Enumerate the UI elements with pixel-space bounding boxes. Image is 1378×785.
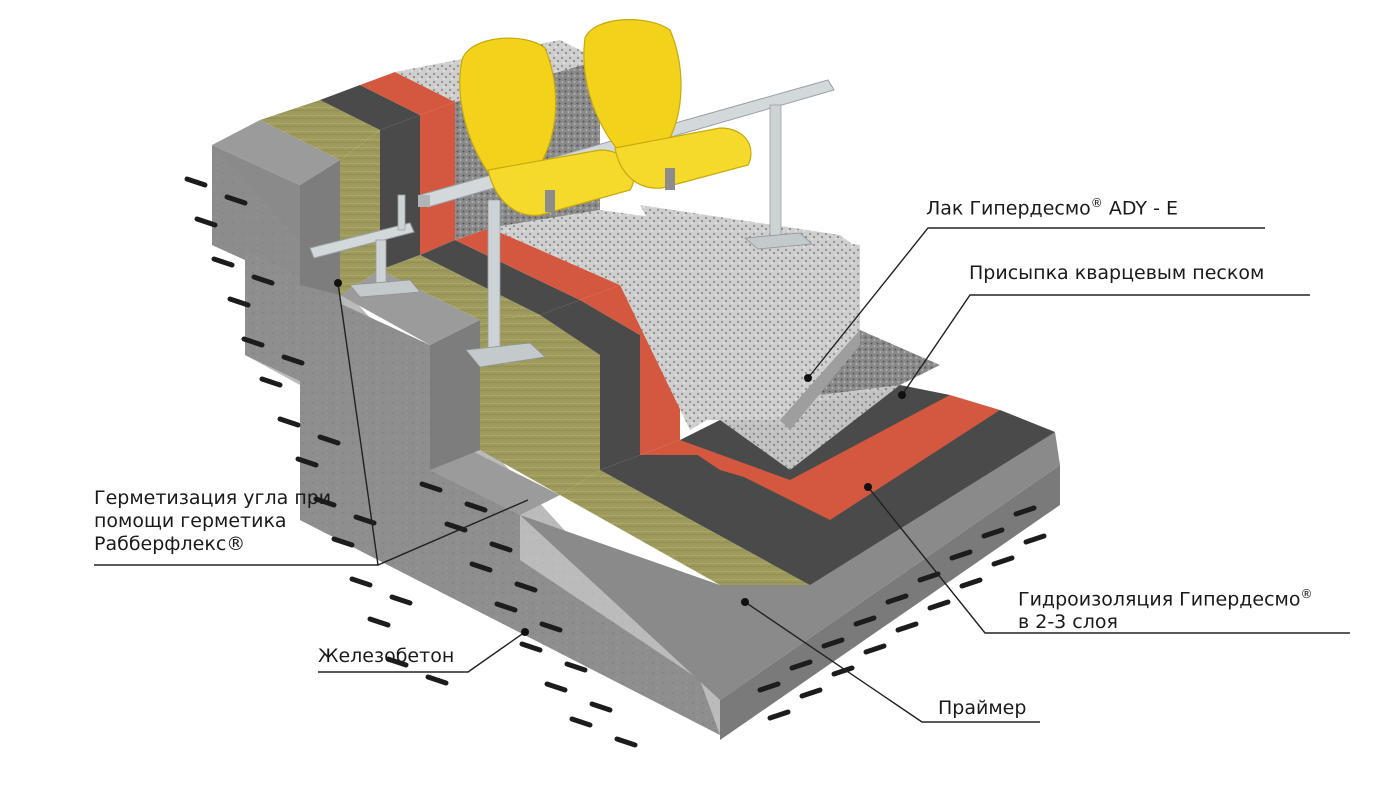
label-lacquer: Лак Гипердесмо® ADY - E [926, 192, 1178, 220]
label-lacquer-suffix: ADY - E [1102, 197, 1178, 220]
rebar-stub [949, 549, 973, 561]
rebar-stub [1013, 505, 1037, 517]
label-corner-sealing-line3: Рабберфлекс® [94, 533, 246, 555]
rebar-stub [564, 661, 588, 673]
rebar-stub [251, 274, 275, 286]
rebar-stub [514, 581, 538, 593]
label-quartz-sand: Присыпка кварцевым песком [969, 262, 1265, 284]
rebar-stub [589, 701, 613, 713]
rebar-stub [313, 496, 337, 508]
rebar-stub [331, 536, 355, 548]
rebar-stub [799, 687, 823, 699]
rebar-stub [281, 354, 305, 366]
rebar-stub [277, 416, 301, 428]
rebar-stub [519, 641, 543, 653]
label-waterproofing: Гидроизоляция Гипердесмо® в 2-3 слоя [1018, 583, 1313, 634]
rebar-stub [991, 555, 1015, 567]
label-reinforced-concrete: Железобетон [318, 645, 455, 667]
rebar-stub [227, 296, 251, 308]
rebar-stub [211, 256, 235, 268]
rebar-stub [295, 456, 319, 468]
rebar-stub [895, 621, 919, 633]
rebar-stub [917, 571, 941, 583]
rebar-stub [927, 599, 951, 611]
label-corner-sealing-line1: Герметизация угла при [94, 487, 332, 509]
rebar-stub [317, 434, 341, 446]
rebar-stub [831, 665, 855, 677]
label-primer: Праймер [938, 697, 1027, 719]
leader-lines [94, 227, 1350, 723]
rebar-stub [959, 577, 983, 589]
label-corner-sealing: Герметизация угла при помощи герметика Р… [94, 487, 331, 556]
rebar-stub [821, 637, 845, 649]
label-corner-sealing-line2: помощи герметика [94, 510, 287, 532]
rebar-stub [767, 709, 791, 721]
label-lacquer-mark: ® [1090, 196, 1103, 210]
rebar-stub [419, 481, 443, 493]
rebar-ends [184, 176, 1047, 748]
label-waterproofing-line2: в 2-3 слоя [1018, 611, 1118, 634]
rebar-stub [885, 593, 909, 605]
rebar-stub [367, 616, 391, 628]
rebar-stub [385, 656, 409, 668]
rebar-stub [224, 194, 248, 206]
stadium-seats [459, 18, 752, 216]
rebar-stub [353, 514, 377, 526]
rebar-stub [614, 736, 638, 748]
rebar-stub [789, 659, 813, 671]
label-lacquer-text: Лак Гипердесмо [926, 197, 1091, 220]
rebar-stub [494, 601, 518, 613]
rebar-stub [349, 576, 373, 588]
rebar-stub [389, 594, 413, 606]
rebar-stub [184, 176, 208, 188]
rebar-stub [853, 615, 877, 627]
rebar-stub [863, 643, 887, 655]
rebar-stub [259, 376, 283, 388]
rebar-stub [757, 681, 781, 693]
rebar-stub [981, 527, 1005, 539]
rebar-stub [194, 216, 218, 228]
rebar-stub [544, 681, 568, 693]
rebar-stub [489, 541, 513, 553]
rebar-stub [1023, 533, 1047, 545]
rebar-stub [539, 621, 563, 633]
rebar-stub [569, 716, 593, 728]
rebar-stub [469, 561, 493, 573]
label-waterproofing-line1: Гидроизоляция Гипердесмо [1018, 588, 1301, 611]
rebar-stub [464, 501, 488, 513]
rebar-stub [425, 674, 449, 686]
label-waterproofing-mark: ® [1300, 587, 1313, 601]
rebar-stub [241, 336, 265, 348]
